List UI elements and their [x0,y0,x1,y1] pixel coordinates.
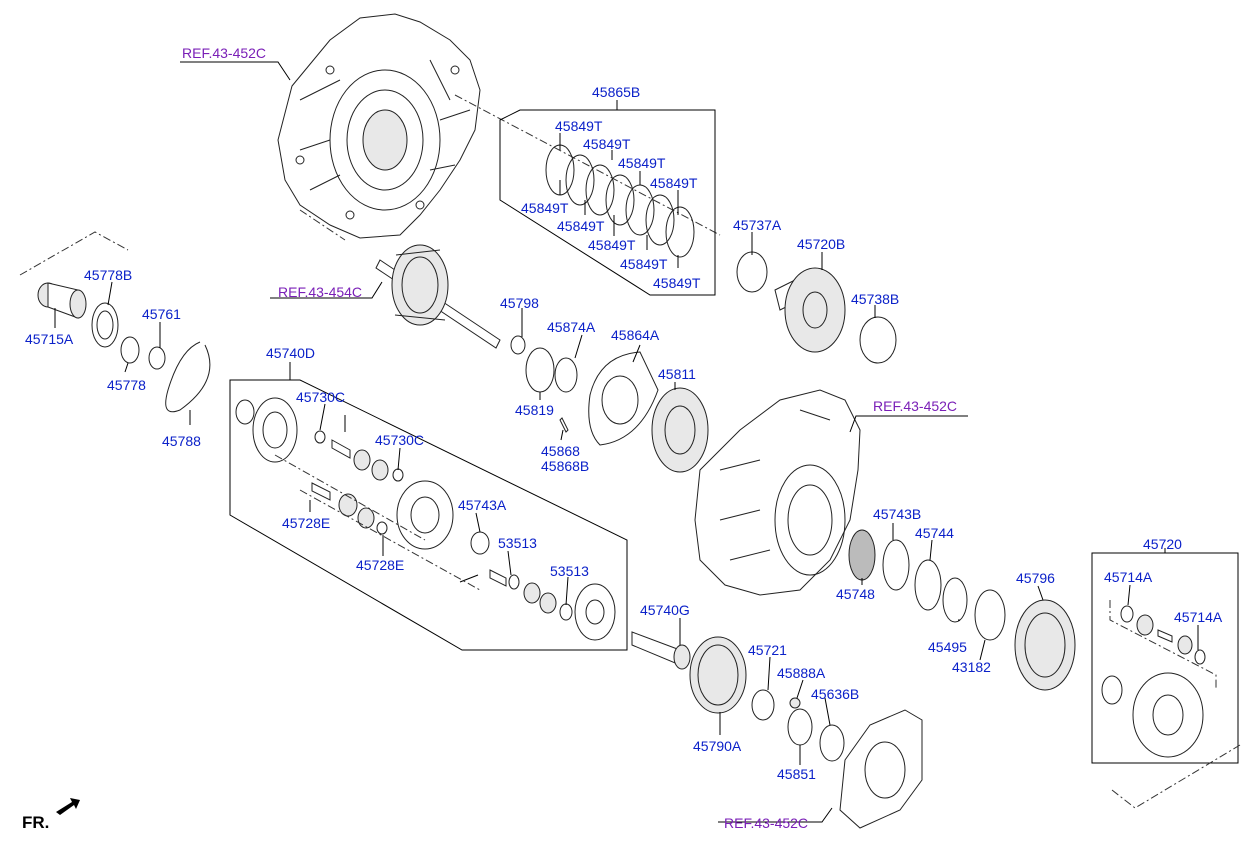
part-label-45851[interactable]: 45851 [777,766,816,782]
plate-45864a [588,351,659,446]
part-label-45849t[interactable]: 45849T [620,256,668,272]
part-label-45728e[interactable]: 45728E [282,515,331,531]
part-label-45811[interactable]: 45811 [658,366,696,382]
shim-45778 [120,336,140,364]
arrow-icon [56,798,80,815]
part-label-43182[interactable]: 43182 [952,659,991,675]
ring-45851 [787,708,813,746]
part-label-45849t[interactable]: 45849T [557,218,605,234]
part-label-45849t[interactable]: 45849T [583,136,631,152]
part-label-45730c[interactable]: 45730C [296,389,346,405]
kit-box-45740d [229,379,628,651]
side-cover [839,709,923,829]
ring-45721 [751,689,775,721]
ring-45744 [914,559,942,611]
kit-box-45720 [1091,552,1239,764]
ref-housing-top[interactable]: REF.43-452C [182,45,267,61]
drum-45796 [1014,599,1076,691]
part-label-45790a[interactable]: 45790A [693,738,742,754]
part-label-45868b[interactable]: 45868B [541,458,590,474]
part-label-45849t[interactable]: 45849T [588,237,636,253]
part-label-45849t[interactable]: 45849T [650,175,698,191]
part-label-45743a[interactable]: 45743A [458,497,507,513]
transaxle-case [694,389,861,596]
part-label-45796[interactable]: 45796 [1016,570,1055,586]
part-label-45721[interactable]: 45721 [748,642,787,658]
part-label-45849t[interactable]: 45849T [555,118,603,134]
gear-45811 [651,387,709,473]
part-label-45737a[interactable]: 45737A [733,217,782,233]
part-label-45740d[interactable]: 45740D [266,345,316,361]
part-label-45728e[interactable]: 45728E [356,557,405,573]
seal-45748 [848,529,876,581]
differential-45720 [1101,605,1206,758]
part-label-45748[interactable]: 45748 [836,586,875,602]
part-label-45636b[interactable]: 45636B [811,686,860,702]
kit-box-45865b [499,109,716,296]
plate-43182 [974,589,1006,641]
part-label-45720[interactable]: 45720 [1143,536,1182,552]
ring-45743b [882,539,910,591]
bolt-45868 [559,417,569,433]
leader-lines [54,61,1199,823]
gear-ring-45819 [525,347,555,393]
shaft-45740g [631,631,691,670]
bearing-45738b [859,316,897,364]
part-label-45865b[interactable]: 45865B [592,84,641,100]
ring-45636b [819,724,845,762]
part-label-45730c[interactable]: 45730C [375,432,425,448]
part-label-45744[interactable]: 45744 [915,525,954,541]
part-label-45798[interactable]: 45798 [500,295,539,311]
gear-45720b [774,267,846,353]
input-shaft [375,244,501,349]
part-label-45849t[interactable]: 45849T [618,155,666,171]
front-orientation-label: FR. [22,813,50,832]
part-label-45849t[interactable]: 45849T [521,200,569,216]
part-label-45788[interactable]: 45788 [162,433,201,449]
ref-case[interactable]: REF.43-452C [873,398,958,414]
part-label-45778[interactable]: 45778 [107,377,146,393]
bearing-45715a [37,282,87,319]
ref-input-shaft[interactable]: REF.43-454C [278,284,363,300]
ring-45798 [510,335,526,355]
part-label-45874a[interactable]: 45874A [547,319,596,335]
part-label-45740g[interactable]: 45740G [640,602,690,618]
part-label-45738b[interactable]: 45738B [851,291,900,307]
part-label-45495[interactable]: 45495 [928,639,967,655]
ref-side-cover[interactable]: REF.43-452C [724,815,809,831]
ring-45874a [554,357,578,393]
part-label-45864a[interactable]: 45864A [611,327,660,343]
part-label-45761[interactable]: 45761 [142,306,181,322]
part-label-45714a[interactable]: 45714A [1104,569,1153,585]
snap-ring-45788 [165,341,211,413]
part-45888a [789,697,801,709]
part-label-53513[interactable]: 53513 [498,535,537,551]
ring-45761 [148,346,166,370]
ring-gear-45790a [689,636,747,714]
part-label-45778b[interactable]: 45778B [84,267,133,283]
retainer-45778b [91,302,119,348]
part-label-45819[interactable]: 45819 [515,402,554,418]
bearing-45737a [736,251,768,293]
part-label-45849t[interactable]: 45849T [653,275,701,291]
part-label-53513[interactable]: 53513 [550,563,589,579]
transaxle-housing-top [277,13,481,239]
part-label-45715a[interactable]: 45715A [25,331,74,347]
part-label-45888a[interactable]: 45888A [777,665,826,681]
part-label-45743b[interactable]: 45743B [873,506,922,522]
ring-45495 [942,577,968,623]
part-label-45868[interactable]: 45868 [541,443,580,459]
part-label-45720b[interactable]: 45720B [797,236,846,252]
part-label-45714a[interactable]: 45714A [1174,609,1223,625]
